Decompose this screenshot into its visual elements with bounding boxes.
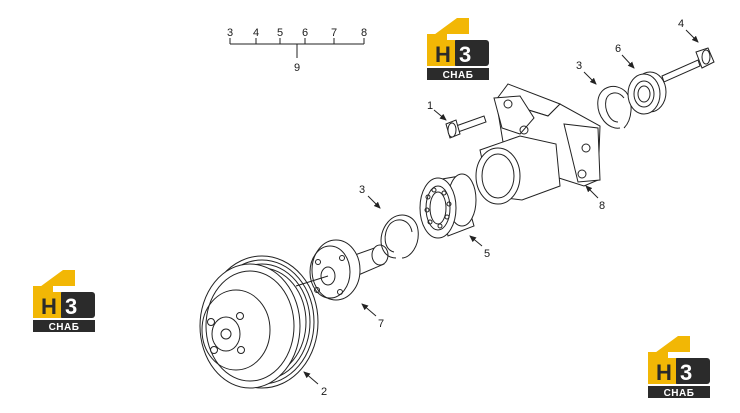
logo-mark-h: H: [41, 294, 57, 319]
callout-3-upper: 3: [576, 60, 597, 85]
callout-1: 1: [427, 100, 447, 121]
callout-4: 4: [678, 18, 699, 43]
logo-mark-3: 3: [459, 42, 471, 67]
bearing: [419, 173, 477, 239]
watermark-logo-bottom-right: H 3 СНАБ: [648, 336, 710, 399]
scale-tick-label: 3: [227, 27, 233, 39]
callout-5: 5: [469, 235, 490, 260]
pulley: [199, 255, 319, 389]
callout-label: 6: [615, 43, 621, 55]
callout-label: 8: [599, 200, 605, 212]
callout-6: 6: [615, 43, 635, 69]
scale-total-label: 9: [294, 62, 300, 74]
callout-label: 3: [359, 184, 365, 196]
scale-tick-label: 8: [361, 27, 367, 39]
callout-7: 7: [361, 303, 384, 330]
scale-tick-label: 6: [302, 27, 308, 39]
callout-label: 1: [427, 100, 433, 112]
callout-label: 4: [678, 18, 684, 30]
short-bolt: [445, 115, 487, 139]
callout-label: 3: [576, 60, 582, 72]
logo-wordmark: СНАБ: [49, 322, 80, 333]
callout-2: 2: [303, 371, 327, 398]
callout-8: 8: [585, 185, 605, 212]
hub-flange: [295, 239, 389, 301]
callout-label: 7: [378, 318, 384, 330]
logo-mark-3: 3: [65, 294, 77, 319]
callout-3-lower: 3: [359, 184, 381, 209]
callout-label: 2: [321, 386, 327, 398]
logo-mark-3: 3: [680, 360, 692, 385]
logo-wordmark: СНАБ: [443, 70, 474, 81]
logo-mark-h: H: [435, 42, 451, 67]
scale-tick-label: 4: [253, 27, 259, 39]
housing: [475, 83, 601, 205]
watermark-logo-top: H 3 СНАБ: [427, 18, 489, 81]
watermark-logo-left: H 3 СНАБ: [33, 270, 95, 333]
scale-tick-label: 5: [277, 27, 283, 39]
scale-tick-label: 7: [331, 27, 337, 39]
part-numbering-bar: 3 4 5 6 7 8 9: [227, 27, 367, 74]
logo-wordmark: СНАБ: [664, 388, 695, 399]
logo-mark-h: H: [656, 360, 672, 385]
snap-ring-lower: [380, 214, 419, 259]
snap-ring-upper: [597, 85, 632, 129]
seal-washer: [627, 71, 667, 115]
callout-label: 5: [484, 248, 490, 260]
long-bolt: [661, 47, 715, 83]
